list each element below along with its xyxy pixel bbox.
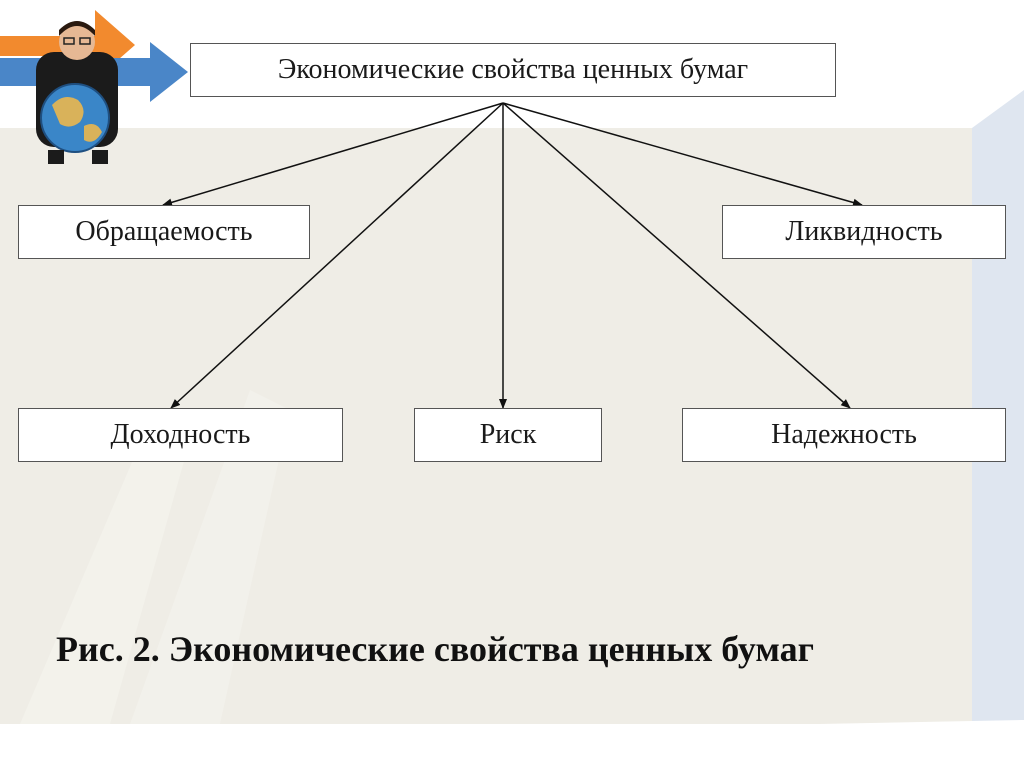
root-node: Экономические свойства ценных бумаг	[190, 43, 836, 97]
node-yield-label: Доходность	[110, 419, 251, 450]
businessman-globe-illustration	[0, 10, 188, 164]
arrow-to-liquidity	[502, 102, 863, 207]
arrow-to-yield	[170, 102, 504, 409]
node-circulation: Обращаемость	[18, 205, 310, 259]
arrow-to-circulation	[162, 102, 504, 207]
node-reliability: Надежность	[682, 408, 1006, 462]
arrow-to-reliability	[502, 102, 851, 409]
node-risk-label: Риск	[479, 419, 537, 450]
node-liquidity-label: Ликвидность	[785, 216, 943, 247]
node-reliability-label: Надежность	[771, 419, 917, 450]
node-yield: Доходность	[18, 408, 343, 462]
figure-caption: Рис. 2. Экономические свойства ценных бу…	[56, 629, 814, 669]
node-risk: Риск	[414, 408, 602, 462]
node-circulation-label: Обращаемость	[75, 216, 253, 247]
root-node-label: Экономические свойства ценных бумаг	[277, 54, 749, 85]
node-liquidity: Ликвидность	[722, 205, 1006, 259]
